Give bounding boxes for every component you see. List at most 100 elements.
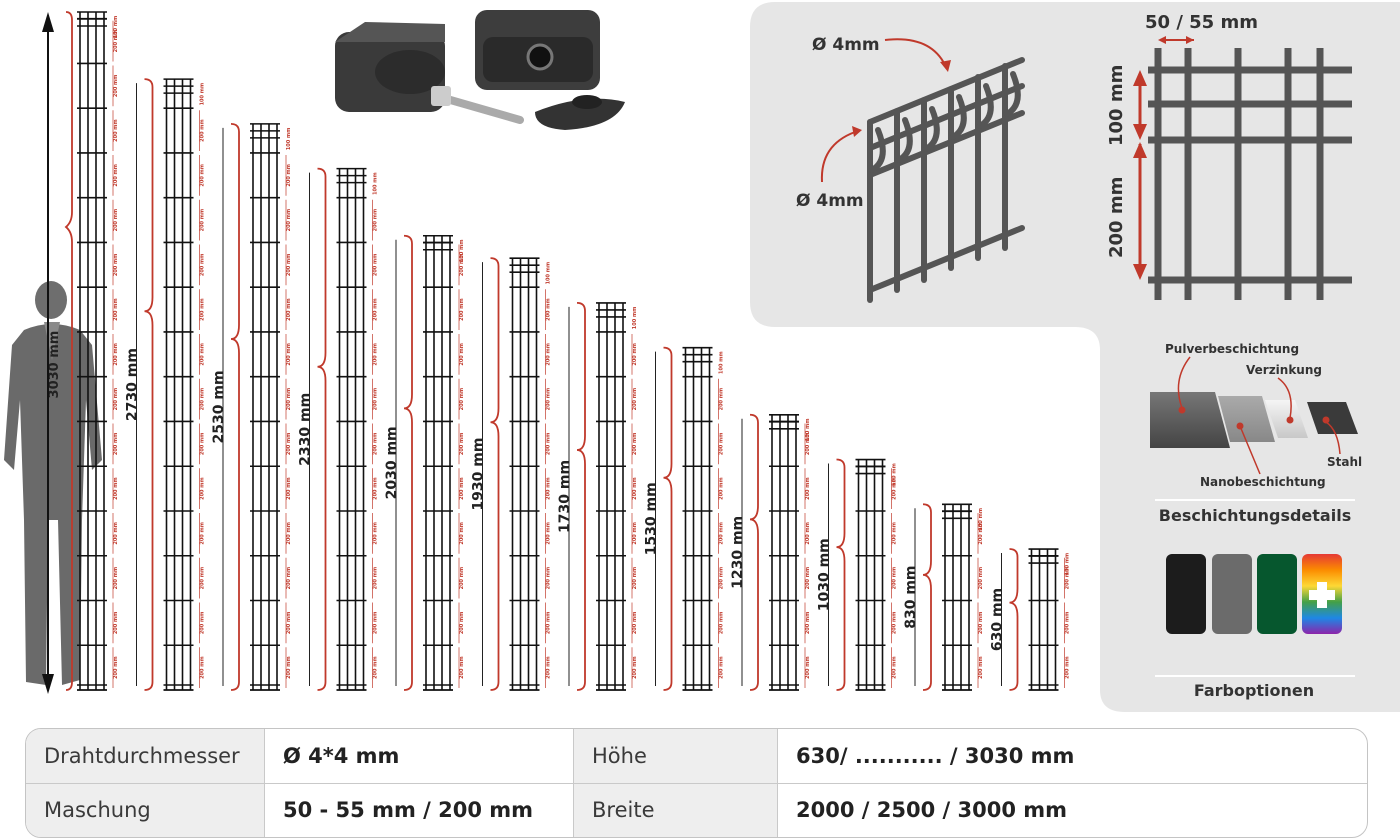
mesh-200-label: 200 mm (200, 119, 206, 142)
mesh-200-label: 200 mm (546, 612, 552, 635)
nano-coating-layer (1218, 396, 1275, 442)
panel-height-label: 1030 mm (817, 538, 833, 611)
mesh-100-label: 100 mm (978, 508, 984, 531)
spec-row: Maschung 50 - 55 mm / 200 mm Breite 2000… (26, 783, 1367, 837)
mesh-200-label: 200 mm (200, 522, 206, 545)
mesh-200-label: 200 mm (1065, 612, 1071, 635)
mesh-200-label: 200 mm (719, 433, 725, 456)
mesh-100-label: 100 mm (632, 307, 638, 330)
mesh-200-label: 200 mm (373, 656, 379, 679)
mesh-200-label: 200 mm (113, 254, 119, 277)
mesh-200-label: 200 mm (373, 433, 379, 456)
mesh-200-label: 200 mm (892, 567, 898, 590)
fence-panel: 200 mm 200 mm 200 mm 200 mm 200 mm 200 mm 200 … (298, 167, 379, 691)
mesh-200-label: 200 mm (459, 477, 465, 500)
mesh-200-label: 200 mm (286, 164, 292, 187)
mesh-200-label: 200 mm (373, 209, 379, 232)
mesh-100-label: 100 mm (113, 16, 119, 39)
spec-value-width: 2000 / 2500 / 3000 mm (796, 798, 1068, 823)
mesh-200-label: 200 mm (892, 656, 898, 679)
mesh-200-label: 200 mm (200, 656, 206, 679)
coating-details-title: Beschichtungsdetails (1159, 506, 1351, 525)
mesh-200-label: 200 mm (546, 343, 552, 366)
mesh-100-label: 100 mm (719, 351, 725, 374)
color-swatch-black (1166, 554, 1206, 634)
fence-panel: 200 mm 200 mm 200 mm 200 mm 200 mm 200 mm 200 … (47, 11, 119, 691)
mesh-100-label: 100 mm (200, 83, 206, 106)
mesh-200-label: 200 mm (113, 164, 119, 187)
mesh-200-label: 200 mm (632, 388, 638, 411)
mesh-200-label: 200 mm (632, 477, 638, 500)
mesh-200-label: 200 mm (373, 343, 379, 366)
mesh-200-label: 200 mm (286, 612, 292, 635)
mesh-200-label: 200 mm (200, 477, 206, 500)
mesh-200-label: 200 mm (373, 388, 379, 411)
mesh-200-label: 200 mm (459, 656, 465, 679)
mesh-200-label: 200 mm (632, 343, 638, 366)
panel-height-label: 2330 mm (298, 393, 314, 466)
height-arrow (42, 12, 54, 694)
mesh-200-label: 200 mm (459, 567, 465, 590)
spec-table: Drahtdurchmesser Ø 4*4 mm Höhe 630/ ....… (25, 728, 1368, 838)
coating-label-zinc: Verzinkung (1246, 363, 1322, 377)
panel-height-label: 1230 mm (730, 516, 746, 589)
powder-coating-layer (1150, 392, 1230, 448)
mesh-200-label: 200 mm (1065, 567, 1071, 590)
mesh-200-label: 200 mm (632, 612, 638, 635)
mesh-200-label: 200 mm (113, 656, 119, 679)
mesh-200-label: 200 mm (459, 612, 465, 635)
mesh-200-label: 200 mm (200, 164, 206, 187)
mesh-200-label: 200 mm (373, 298, 379, 321)
panel-height-label: 1530 mm (644, 482, 660, 555)
mesh-200-label: 200 mm (286, 209, 292, 232)
mesh-200-label: 200 mm (286, 433, 292, 456)
mesh-200-label: 200 mm (805, 612, 811, 635)
coating-label-powder: Pulverbeschichtung (1165, 342, 1299, 356)
fence-panel-sizes: 200 mm 200 mm 200 mm 200 mm 200 mm 200 mm 200 … (4, 11, 1071, 694)
mesh-200-label: 200 mm (373, 567, 379, 590)
mesh-100-label: 100 mm (286, 128, 292, 151)
coating-label-steel: Stahl (1327, 455, 1362, 469)
mesh-200-label: 200 mm (459, 298, 465, 321)
mesh-200-label: 200 mm (113, 119, 119, 142)
mesh-200-label: 200 mm (113, 343, 119, 366)
fence-panel: 200 mm 200 mm 200 mm 200 mm 200 mm 200 mm 200 … (125, 78, 206, 691)
mesh-200-label: 200 mm (546, 522, 552, 545)
color-options-title: Farboptionen (1194, 681, 1314, 700)
mesh-200-label: 200 mm (459, 522, 465, 545)
mesh-200-label: 200 mm (978, 656, 984, 679)
mesh-200-label: 200 mm (200, 298, 206, 321)
mesh-200-label: 200 mm (113, 433, 119, 456)
mesh-200-label: 200 mm (459, 343, 465, 366)
mesh-200-label: 200 mm (200, 343, 206, 366)
mesh-200-label: 200 mm (113, 567, 119, 590)
mesh-200-label: 200 mm (286, 298, 292, 321)
mesh-100-label: 100 mm (546, 262, 552, 285)
mesh-200-label: 200 mm (805, 522, 811, 545)
mesh-200-label: 200 mm (719, 522, 725, 545)
person-silhouette (4, 281, 102, 685)
mesh-200-label: 200 mm (200, 388, 206, 411)
mesh-200-label: 200 mm (459, 388, 465, 411)
mesh-200-label: 200 mm (373, 254, 379, 277)
mesh-200-label: 200 mm (978, 567, 984, 590)
mesh-200-label: 200 mm (286, 388, 292, 411)
mesh-200-label: 200 mm (805, 567, 811, 590)
spec-label-wire: Drahtdurchmesser (26, 729, 265, 784)
panel-height-label: 2030 mm (384, 426, 400, 499)
panel-height-label: 630 mm (990, 588, 1006, 651)
spec-label-width: Breite (573, 783, 778, 837)
mesh-200-label: 200 mm (719, 567, 725, 590)
mesh-200-label: 200 mm (546, 433, 552, 456)
coating-label-nano: Nanobeschichtung (1200, 475, 1326, 489)
panel-height-label: 2730 mm (125, 348, 141, 421)
mesh-100-label: 100 mm (892, 463, 898, 486)
panel-height-label: 3030 mm (47, 331, 62, 399)
mesh-200-label: 200 mm (113, 75, 119, 98)
mesh-200-label: 200 mm (286, 656, 292, 679)
mesh-200-label: 200 mm (113, 30, 119, 53)
fence-panel: 200 mm 200 mm 200 mm 200 mm 200 mm 200 mm 200 … (384, 234, 465, 691)
